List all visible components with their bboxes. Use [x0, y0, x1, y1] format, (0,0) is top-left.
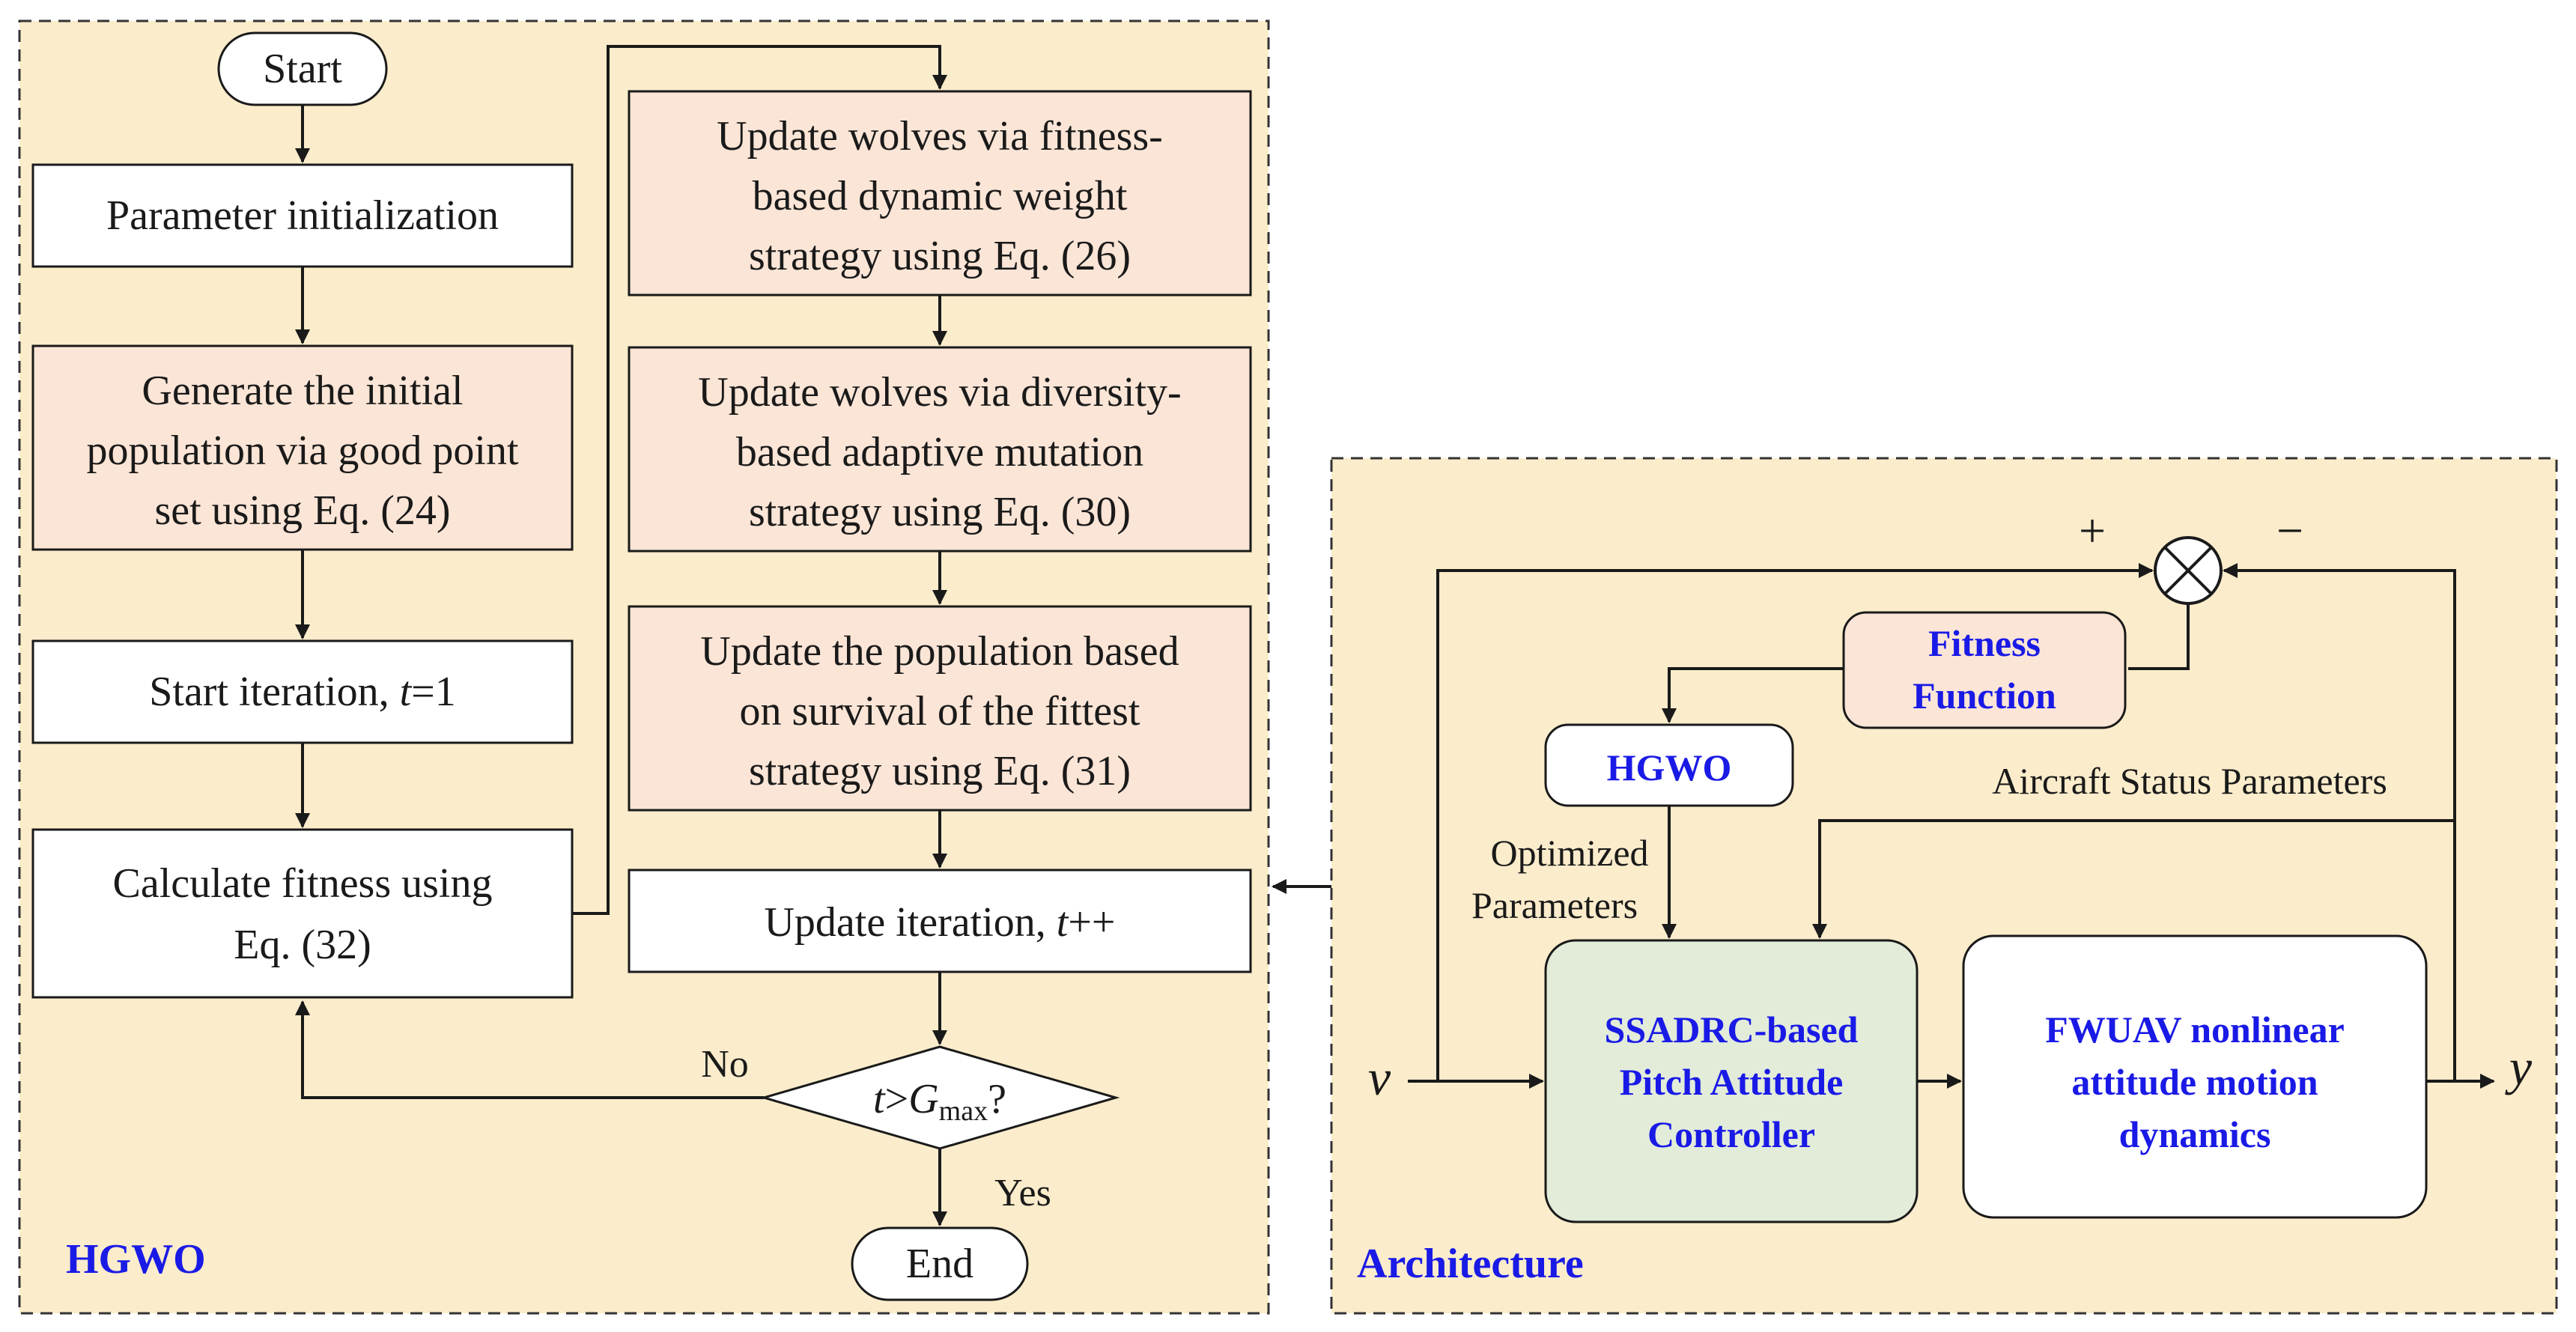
- update-iter-box: [628, 869, 1252, 973]
- update-population-box: [628, 605, 1252, 812]
- output-variable: y: [2505, 1038, 2533, 1095]
- start-iter-label: Start iteration, t=1: [149, 669, 456, 715]
- gen-pop-line-2: population via good point: [86, 428, 519, 474]
- update-population-line-3: strategy using Eq. (31): [749, 748, 1131, 794]
- update-diversity-line-2: based adaptive mutation: [736, 429, 1143, 475]
- param-init-label: Parameter initialization: [106, 192, 499, 239]
- gen-pop-box: [31, 344, 574, 551]
- no-label: No: [701, 1043, 749, 1086]
- update-diversity-box: [628, 346, 1252, 553]
- update-fitness-line-3: strategy using Eq. (26): [749, 233, 1131, 279]
- architecture-panel-label: Architecture: [1357, 1241, 1584, 1287]
- update-fitness-line-1: Update wolves via fitness-: [717, 113, 1163, 159]
- hgwo-panel-label: HGWO: [66, 1236, 206, 1283]
- calc-fitness-line-1: Calculate fitness using: [112, 860, 492, 907]
- plus-sign: +: [2079, 504, 2106, 557]
- update-fitness-line-2: based dynamic weight: [753, 173, 1128, 219]
- dynamics-box: [1962, 934, 2428, 1219]
- fitness-function-line-1: Fitness: [1928, 622, 2041, 664]
- end-terminal: [851, 1226, 1029, 1301]
- architecture-connectors: [1408, 563, 2495, 1089]
- update-diversity-line-3: strategy using Eq. (30): [749, 489, 1131, 535]
- gen-pop-line-1: Generate the initial: [142, 368, 463, 414]
- optimized-parameters-line-2: Parameters: [1471, 884, 1638, 926]
- controller-line-2: Pitch Attitude: [1620, 1061, 1844, 1103]
- yes-label: Yes: [994, 1172, 1051, 1214]
- update-diversity-line-1: Update wolves via diversity-: [698, 369, 1181, 416]
- minus-sign: −: [2276, 504, 2303, 557]
- fitness-function-line-2: Function: [1913, 675, 2056, 717]
- hgwo-connectors: [295, 45, 947, 1226]
- optimized-parameters-line-1: Optimized: [1490, 832, 1648, 874]
- decision-label: t>Gmax?: [873, 1076, 1006, 1127]
- dynamics-line-2: attitude motion: [2071, 1061, 2318, 1103]
- controller-line-3: Controller: [1647, 1113, 1815, 1155]
- arch-hgwo-label: HGWO: [1607, 746, 1732, 788]
- controller-line-1: SSADRC-based: [1605, 1009, 1859, 1050]
- update-iter-label: Update iteration, t++: [764, 899, 1115, 946]
- input-variable: v: [1368, 1049, 1391, 1106]
- calc-fitness-line-2: Eq. (32): [234, 922, 371, 968]
- calc-fitness-box: [31, 828, 574, 999]
- update-population-line-2: on survival of the fittest: [739, 688, 1140, 735]
- summing-junction-cross-2: [2163, 546, 2213, 595]
- end-label: End: [906, 1241, 973, 1287]
- dynamics-line-3: dynamics: [2119, 1113, 2271, 1155]
- update-fitness-box: [628, 90, 1252, 296]
- gen-pop-line-3: set using Eq. (24): [154, 487, 450, 534]
- start-label: Start: [263, 46, 342, 92]
- update-population-line-1: Update the population based: [700, 628, 1179, 675]
- dynamics-line-1: FWUAV nonlinear: [2045, 1009, 2345, 1050]
- aircraft-status-label: Aircraft Status Parameters: [1992, 760, 2387, 802]
- start-iter-box: [31, 639, 574, 744]
